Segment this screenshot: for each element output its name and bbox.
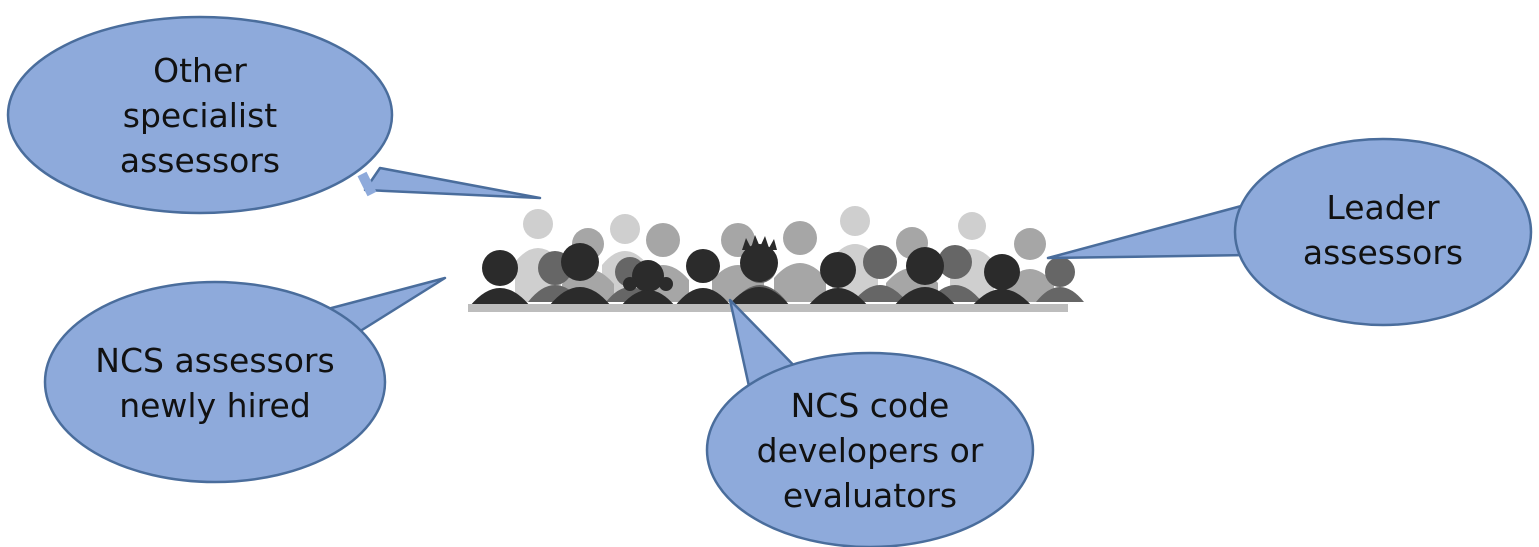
bubble-ncs-code-ellipse	[705, 351, 1035, 547]
crowd-silhouette-icon	[468, 206, 1084, 312]
bubble-leader-ellipse	[1233, 137, 1533, 327]
bubble-other-specialist-ellipse	[6, 15, 394, 215]
bubble-other-specialist-shape	[363, 166, 542, 200]
bubble-ncs-newly-hired-ellipse	[43, 280, 387, 484]
bubble-leader-shape	[1046, 203, 1252, 260]
